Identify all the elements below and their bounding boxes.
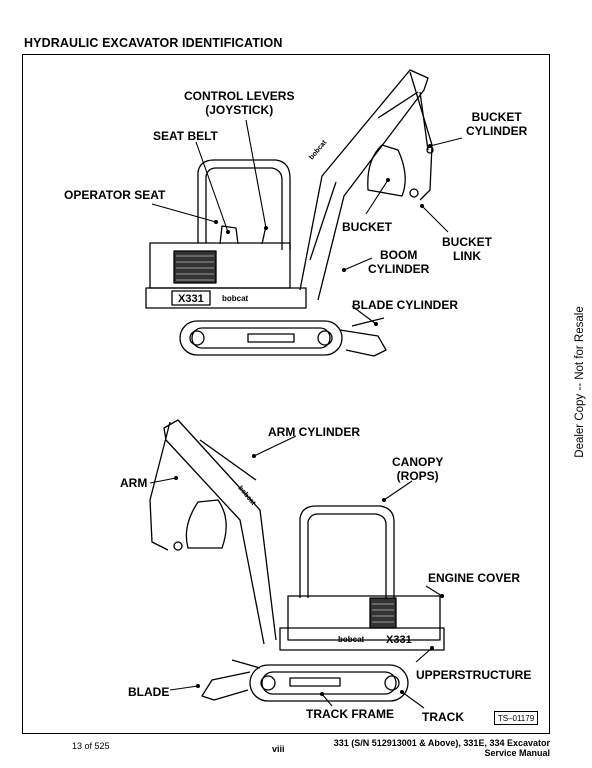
model-decal-top: X331 bbox=[178, 293, 204, 305]
brand-decal-top: bobcat bbox=[222, 294, 249, 303]
leader-arrows bbox=[149, 119, 463, 709]
label-track: TRACK bbox=[422, 710, 464, 724]
label-bucket-link: BUCKET LINK bbox=[442, 235, 492, 263]
side-watermark: Dealer Copy -- Not for Resale bbox=[574, 306, 586, 458]
label-bucket: BUCKET bbox=[342, 220, 392, 234]
page-roman: viii bbox=[272, 744, 285, 754]
brand-decal-bottom: bobcat bbox=[338, 635, 365, 644]
label-seat-belt: SEAT BELT bbox=[153, 129, 218, 143]
label-bucket-cylinder: BUCKET CYLINDER bbox=[466, 110, 528, 138]
label-engine-cover: ENGINE COVER bbox=[428, 571, 521, 585]
brand-decal-boom-bottom: bobcat bbox=[236, 485, 257, 508]
label-blade-cylinder: BLADE CYLINDER bbox=[352, 298, 459, 312]
label-boom-cylinder: BOOM CYLINDER bbox=[368, 248, 430, 276]
label-upperstructure: UPPERSTRUCTURE bbox=[416, 668, 532, 682]
label-canopy: CANOPY (ROPS) bbox=[392, 455, 444, 483]
label-blade: BLADE bbox=[128, 685, 170, 699]
model-decal-bottom: X331 bbox=[386, 634, 412, 646]
label-control-levers: CONTROL LEVERS (JOYSTICK) bbox=[184, 89, 295, 117]
page-title: HYDRAULIC EXCAVATOR IDENTIFICATION bbox=[24, 36, 283, 50]
label-arm-cylinder: ARM CYLINDER bbox=[268, 425, 360, 439]
label-track-frame: TRACK FRAME bbox=[306, 707, 394, 721]
manual-title: 331 (S/N 512913001 & Above), 331E, 334 E… bbox=[333, 738, 550, 758]
page-count: 13 of 525 bbox=[72, 741, 110, 751]
figure-frame bbox=[22, 54, 550, 734]
figure-code: TS–01179 bbox=[494, 711, 538, 725]
label-arm: ARM bbox=[120, 476, 148, 490]
bottom-excavator-drawing bbox=[149, 419, 445, 702]
brand-decal-boom-top: bobcat bbox=[308, 139, 329, 162]
label-operator-seat: OPERATOR SEAT bbox=[64, 188, 166, 202]
